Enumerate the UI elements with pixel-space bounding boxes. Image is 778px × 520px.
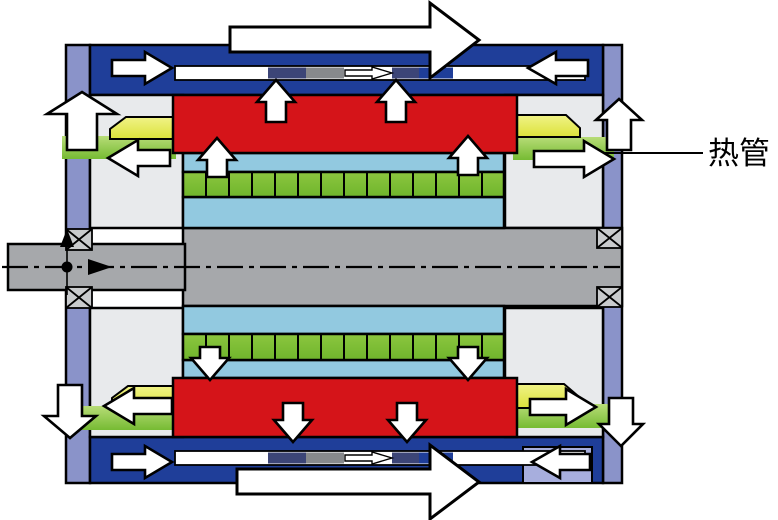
duct-arrow-top [344,66,395,80]
heat-pipe-arrow-bottom-right [528,386,599,428]
heat-flux-down-2 [385,401,429,444]
heat-pipe-evaporator-top-right [509,114,581,138]
stator-block-top [171,93,519,155]
heat-flux-up-2 [374,78,418,124]
heat-pipe-evaporator-top-left [109,116,177,140]
rotor-lamination-top-inner [181,195,506,230]
heat-pipe-arrow-bottom-left [101,385,174,427]
casing-flow-arrow-top-right [525,49,590,87]
duct-arrow-bottom [344,451,395,465]
casing-flow-arrow-top-left [110,49,175,87]
heat-pipe-label: 热管 [708,136,770,171]
casing-flow-arrow-bottom-left [110,443,175,481]
heat-flux-down-3 [188,345,232,382]
endshield-arrow-bottom-left [40,383,100,440]
rotation-direction-arrowhead [88,259,112,275]
heat-flux-up-1 [254,78,298,124]
casing-flow-arrow-bottom-right [529,443,592,481]
main-airflow-arrow-top [228,0,482,82]
axis-arrowhead-up [60,229,74,247]
heat-pipe-arrow-top-left [105,137,172,179]
bearing-right-top [596,227,623,249]
rotor-lamination-bottom-inner [181,304,506,336]
bearing-left-bottom [65,286,93,309]
stator-block-bottom [171,376,519,439]
endshield-arrow-top-right [592,97,646,152]
bearing-right-bottom [596,286,623,308]
heat-flux-up-3 [195,136,239,179]
endshield-arrow-top-left [42,90,122,152]
heat-flux-down-4 [446,345,490,382]
main-airflow-arrow-bottom [235,441,482,520]
axis-origin-dot [61,261,73,273]
heat-pipe-arrow-top-right [532,138,617,180]
heat-flux-down-1 [271,401,315,444]
casing-duct-bottom [174,450,586,466]
casing-duct-top [174,65,586,81]
rotor-bars-top-dividers [205,172,483,197]
heat-flux-up-4 [446,134,490,177]
endshield-arrow-bottom-right [595,396,647,448]
